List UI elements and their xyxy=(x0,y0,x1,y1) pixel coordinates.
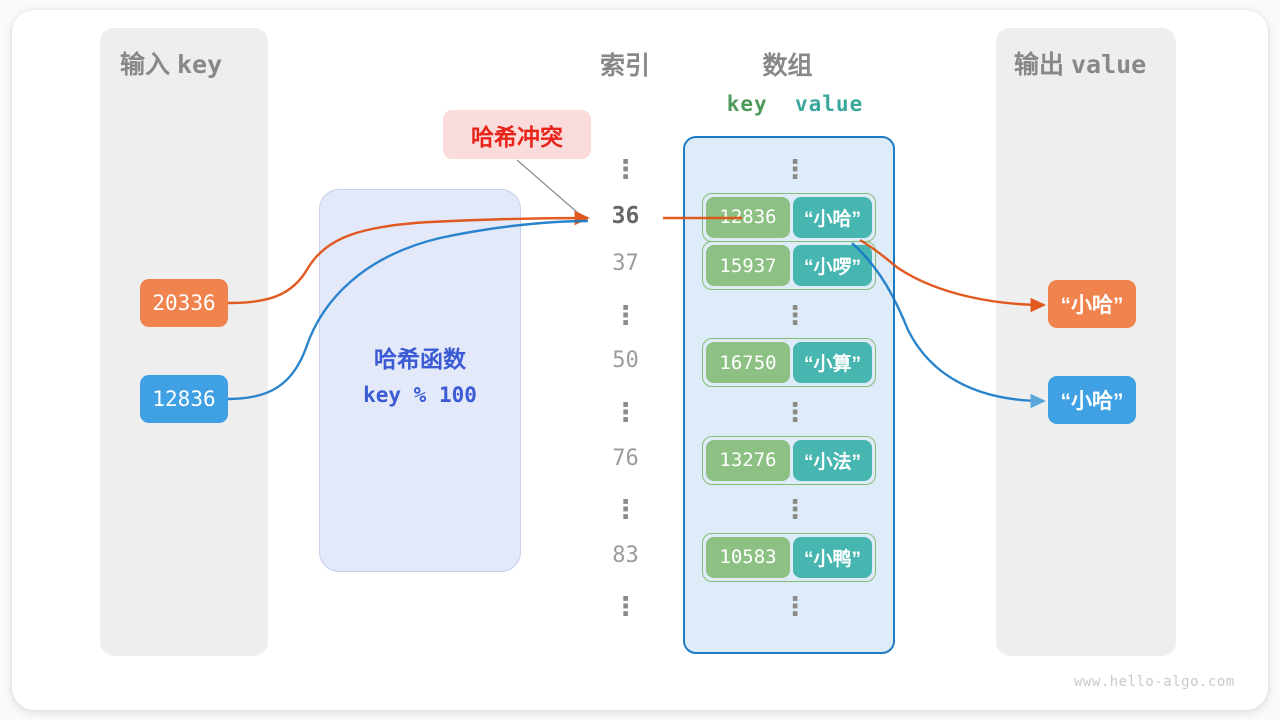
input-panel-title: 输入 key xyxy=(120,45,222,81)
bucket-value: “小算” xyxy=(793,342,872,384)
output-panel-title-mono: value xyxy=(1070,50,1147,79)
array-bucket-83[interactable]: 10583“小鸭” xyxy=(702,532,876,582)
array-ellipsis: ⋮ xyxy=(782,397,808,427)
index-ellipsis: ⋮ xyxy=(612,591,639,622)
output-panel-title: 输出 value xyxy=(1014,45,1146,81)
input-panel-title-cn: 输入 xyxy=(120,51,171,79)
bucket-value: “小哈” xyxy=(793,196,872,238)
array-ellipsis: ⋮ xyxy=(782,591,808,622)
input-panel-title-mono: key xyxy=(176,50,223,79)
index-column-title: 索引 xyxy=(599,52,650,80)
array-ellipsis: ⋮ xyxy=(782,494,808,525)
index-label-37: 37 xyxy=(612,251,639,277)
value-header-label: value xyxy=(795,92,864,116)
bucket-key: 12836 xyxy=(706,196,790,238)
output-panel-title-cn: 输出 xyxy=(1014,51,1065,79)
bucket-value: “小啰” xyxy=(793,245,872,287)
index-ellipsis: ⋮ xyxy=(612,494,639,525)
bucket-key: 16750 xyxy=(706,342,790,384)
hash-function-name: 哈希函数 xyxy=(374,346,466,372)
array-column-title: 数组 xyxy=(762,52,813,80)
key-value-header: key value xyxy=(700,92,890,116)
key-header-label: key xyxy=(726,92,768,116)
array-bucket-76[interactable]: 13276“小法” xyxy=(702,435,876,485)
output-value-1[interactable]: “小哈” xyxy=(1048,280,1136,328)
output-value-2[interactable]: “小哈” xyxy=(1048,376,1136,424)
hash-function-expression: key % 100 xyxy=(363,383,477,407)
hash-collision-badge: 哈希冲突 xyxy=(443,110,591,159)
bucket-value: “小法” xyxy=(793,439,872,481)
hash-function-box xyxy=(319,189,521,572)
watermark: www.hello-algo.com xyxy=(1074,674,1235,690)
bucket-key: 10583 xyxy=(706,536,790,578)
index-ellipsis: ⋮ xyxy=(612,299,639,330)
input-key-2[interactable]: 12836 xyxy=(140,375,228,423)
bucket-key: 15937 xyxy=(706,245,790,287)
array-bucket-36[interactable]: 12836“小哈” xyxy=(702,192,876,242)
index-label-36: 36 xyxy=(611,202,640,229)
array-bucket-37[interactable]: 15937“小啰” xyxy=(702,241,876,291)
index-label-83: 83 xyxy=(612,542,639,568)
array-ellipsis: ⋮ xyxy=(782,154,808,184)
index-label-50: 50 xyxy=(612,348,639,374)
input-key-panel xyxy=(100,28,268,656)
bucket-value: “小鸭” xyxy=(793,536,872,578)
input-key-1[interactable]: 20336 xyxy=(140,279,228,327)
index-label-76: 76 xyxy=(612,445,639,471)
bucket-key: 13276 xyxy=(706,439,790,481)
array-bucket-50[interactable]: 16750“小算” xyxy=(702,338,876,388)
output-value-panel xyxy=(996,28,1176,656)
index-ellipsis: ⋮ xyxy=(612,154,639,184)
array-ellipsis: ⋮ xyxy=(782,299,808,330)
index-ellipsis: ⋮ xyxy=(612,397,639,427)
